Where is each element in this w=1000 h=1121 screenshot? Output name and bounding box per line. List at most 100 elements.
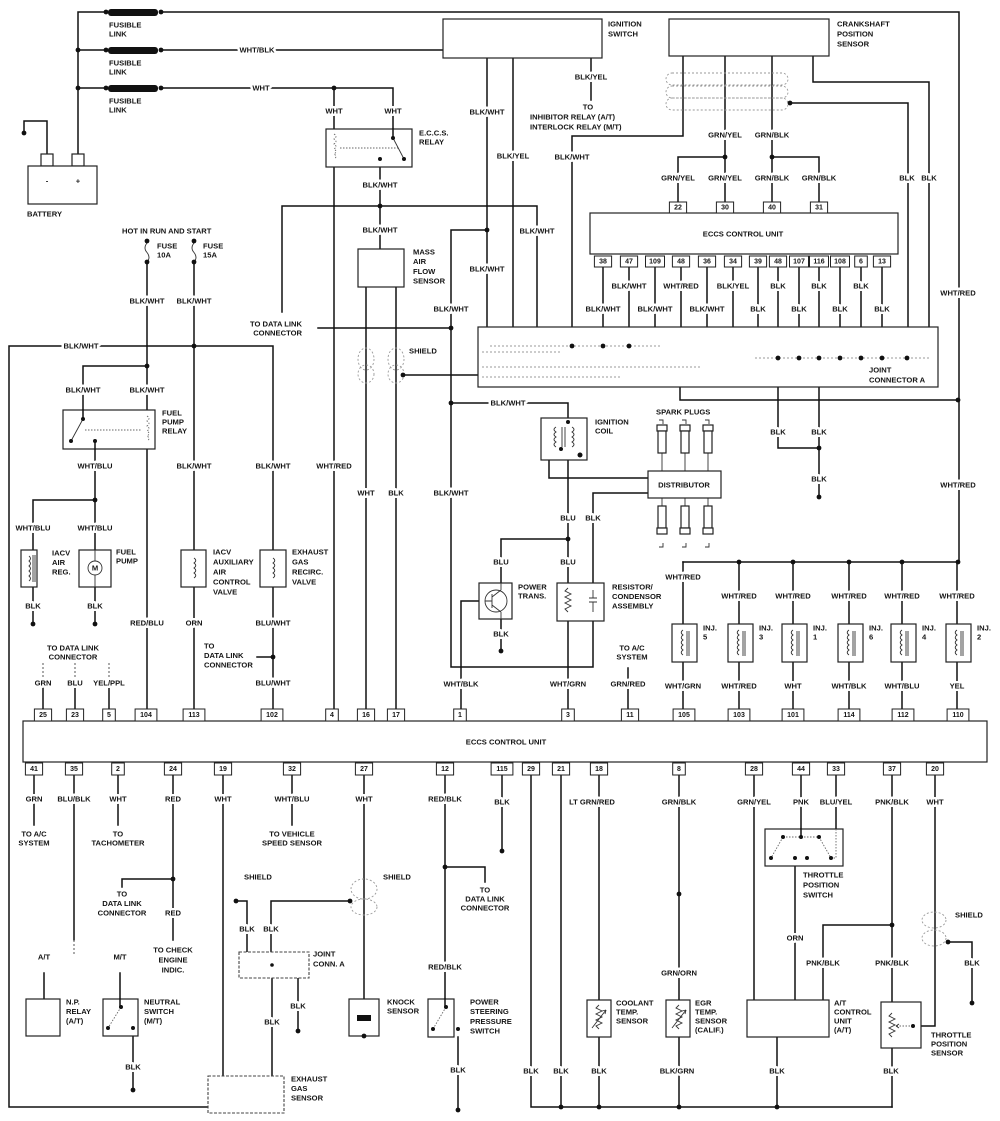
exhaust-gas-sensor-label: EXHAUST [291,1075,328,1084]
blk-wht-loop-wire [8,345,274,1108]
to-inhibitor-relay-note: TO [583,103,594,112]
ignition-coil-label: COIL [595,427,614,436]
iacv-air-reg-label: IACV [52,549,71,558]
wire-color-label: WHT/BLU [77,462,113,471]
wire-color-label: RED/BLU [130,619,164,628]
wire-color-label: BLU/BLK [57,795,91,804]
connector-pin-box [134,708,158,722]
battery-negative-mark: - [46,177,49,186]
spark-plug [702,419,714,471]
wire-color-label: BLK/WHT [469,265,504,274]
to-data-link-note: TO [117,890,128,899]
iacv-aac-valve-label: AUXILIARY [213,558,254,567]
junction-dot [75,85,81,91]
at-control-unit [746,999,830,1038]
iacv-aac-valve-label: CONTROL [213,578,251,587]
connector-pin-number: 33 [832,766,840,773]
wire-color-label: PNK/BLK [806,959,840,968]
data-link-stubs [42,663,110,677]
resistor-condenser-label: CONDENSOR [612,592,662,601]
connector-pin: 6 [854,255,868,268]
connector-pin-number: 32 [288,766,296,773]
connector-pin-number: 114 [843,712,854,719]
resistor-condenser-assembly [556,582,605,622]
throttle-position-sensor-label: THROTTLE [931,1031,972,1040]
wire-color-label: BLK [493,630,509,639]
wire-color-label: WHT/GRN [665,682,701,691]
connector-pin-box [182,708,206,722]
battery-ground-wire [23,120,48,155]
fuel-pump-label: PUMP [116,557,138,566]
junction-dot [130,1087,136,1093]
wire-color-label: BLK [494,798,510,807]
connector-pin-number: 30 [721,205,729,212]
wire-color-label: BLK [791,305,807,314]
egr-valve-label: GAS [292,558,308,567]
power-transistor-label: TRANS. [518,592,546,601]
fusible-link-1 [108,9,158,16]
wire-color-label: BLU/WHT [255,679,290,688]
connector-pin-number: 21 [557,766,565,773]
fusible-link-2 [108,47,158,54]
connector-pin-box [561,708,575,722]
wire-color-label: BLK [25,602,41,611]
connector-pin-box [672,708,696,722]
wire-color-label: BLK [450,1066,466,1075]
wire-color-label: BLK [874,305,890,314]
connector-pin-box [619,255,639,268]
connector-pin-number: 113 [188,712,199,719]
junction-dot [233,898,239,904]
at-control-unit-label: A/T [834,999,847,1008]
connector-pin: 25 [33,708,53,722]
egr-valve [259,549,287,588]
wire-color-label: GRN/BLK [802,174,837,183]
joint-connector-ground-wires [679,386,959,498]
junction-dot [955,397,961,403]
variant-wires [43,972,134,1091]
wire-color-label: GRN/RED [610,680,646,689]
connector-pin: 112 [891,708,915,722]
connector-pin: 116 [809,255,829,268]
connector-pin: 27 [354,762,374,776]
fuel-pump-relay-label: RELAY [162,427,187,436]
connector-pin-box [386,708,406,722]
neutral-switch-label: (M/T) [144,1017,163,1026]
connector-pin-number: 8 [677,766,681,773]
connector-pin-box [925,762,945,776]
wire-color-label: WHT/RED [316,462,352,471]
connector-pin-number: 4 [330,712,334,719]
junction-dot [158,85,164,91]
shield-label: SHIELD [409,347,437,356]
junction-dot [596,1104,602,1110]
connector-pin: 17 [386,708,406,722]
mt-variant-label: M/T [113,953,126,962]
iacv-air-reg-label: AIR [52,558,66,567]
wire-color-label: WHT [926,798,944,807]
connector-pin: 103 [727,708,751,722]
eccs-control-unit-label: ECCS CONTROL UNIT [466,738,547,747]
fuel-injector: INJ.2 [945,561,991,710]
injector-coil-icon [954,629,964,656]
connector-pin-number: 18 [595,766,603,773]
junction-dot [484,227,490,233]
wire-color-label: BLK/WHT [585,305,620,314]
connector-pin-number: 24 [169,766,177,773]
wire-color-label: BLK [811,282,827,291]
to-inhibitor-relay-note: INTERLOCK RELAY (M/T) [530,123,622,132]
wire-color-label: RED/BLK [428,963,462,972]
wire-color-label: BLU [67,679,83,688]
wire-color-label: WHT/GRN [550,680,586,689]
injector-coil-icon [846,629,856,656]
throttle-position-switch-label: POSITION [803,881,839,890]
wire-color-label: GRN/YEL [708,131,742,140]
connector-pin-box [111,762,125,776]
junction-dot [331,85,337,91]
connector-pin-number: 37 [888,766,896,773]
fuse-label: FUSE [157,242,177,251]
connector-pin-number: 17 [392,712,400,719]
joint-conn-a-label: CONN. A [313,960,345,969]
throttle-position-switch-label: SWITCH [803,891,833,900]
connector-pin-box [260,708,284,722]
connector-pin-box [744,762,764,776]
to-tachometer-note: TACHOMETER [91,839,145,848]
